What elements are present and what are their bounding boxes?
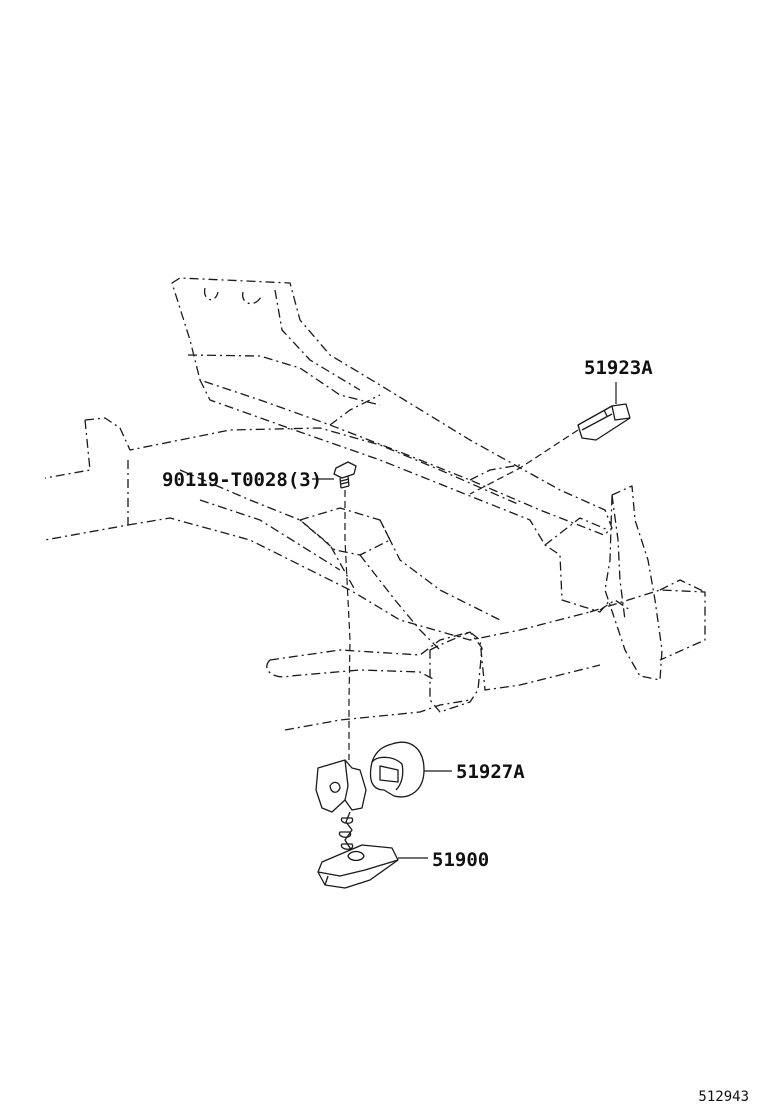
part-label-51927a: 51927A (456, 761, 525, 783)
part-label-90119-t0028: 90119-T0028(3) (162, 469, 322, 491)
bolt-90119-drawing (333, 461, 357, 489)
part-label-51923a: 51923A (584, 357, 653, 379)
frame-rails-outline (44, 417, 706, 731)
floor-crossmember-outline (171, 277, 613, 613)
lock-51927a-drawing (369, 741, 425, 798)
rear-hanger-outline (599, 485, 663, 681)
diagram-number: 512943 (698, 1089, 749, 1105)
part-label-51900: 51900 (432, 849, 489, 871)
carrier-51900-drawing (315, 759, 399, 889)
leader-lines (312, 382, 617, 859)
stopper-51923a-drawing (577, 403, 631, 441)
